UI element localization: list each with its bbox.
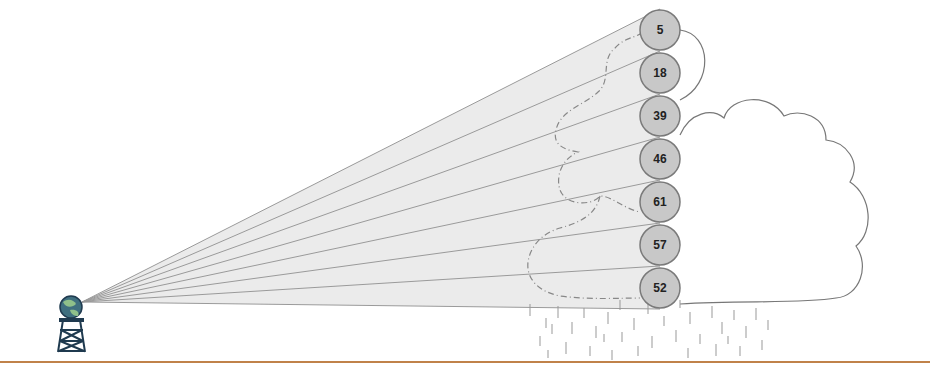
beam-line — [82, 180, 660, 302]
reflectivity-value: 61 — [653, 195, 666, 209]
radar-tower — [58, 296, 85, 352]
circle-shape — [640, 10, 680, 50]
reflectivity-value: 39 — [653, 109, 666, 123]
beam-line — [82, 94, 660, 302]
reflectivity-circle: 39 — [639, 95, 681, 137]
circle-shape — [640, 53, 680, 93]
circle-shape — [640, 96, 680, 136]
reflectivity-value: 5 — [657, 23, 664, 37]
reflectivity-circle: 57 — [639, 224, 681, 266]
cloud-top-arc — [680, 30, 705, 100]
beam-line — [82, 302, 660, 309]
reflectivity-value: 52 — [653, 281, 666, 295]
cloud-outline-hidden — [528, 24, 652, 299]
beam-line — [82, 9, 660, 302]
reflectivity-value: 18 — [653, 66, 666, 80]
beam-line — [82, 137, 660, 302]
beam-line — [82, 51, 660, 302]
reflectivity-value: 46 — [653, 152, 666, 166]
circle-shape — [640, 225, 680, 265]
cloud-outline — [680, 100, 868, 304]
circle-shape — [640, 268, 680, 308]
circle-shape — [640, 182, 680, 222]
rain-streaks — [530, 300, 768, 360]
reflectivity-value: 57 — [653, 238, 666, 252]
beam-lines — [82, 9, 660, 309]
circle-shape — [640, 139, 680, 179]
beam-line — [82, 223, 660, 302]
reflectivity-circle: 52 — [639, 267, 681, 309]
ground-line — [0, 361, 930, 363]
beam-line — [82, 266, 660, 302]
reflectivity-circle: 61 — [639, 181, 681, 223]
beam-fan — [82, 9, 660, 309]
reflectivity-circle: 5 — [639, 9, 681, 51]
reflectivity-circle: 46 — [639, 138, 681, 180]
reflectivity-circle: 18 — [639, 52, 681, 94]
